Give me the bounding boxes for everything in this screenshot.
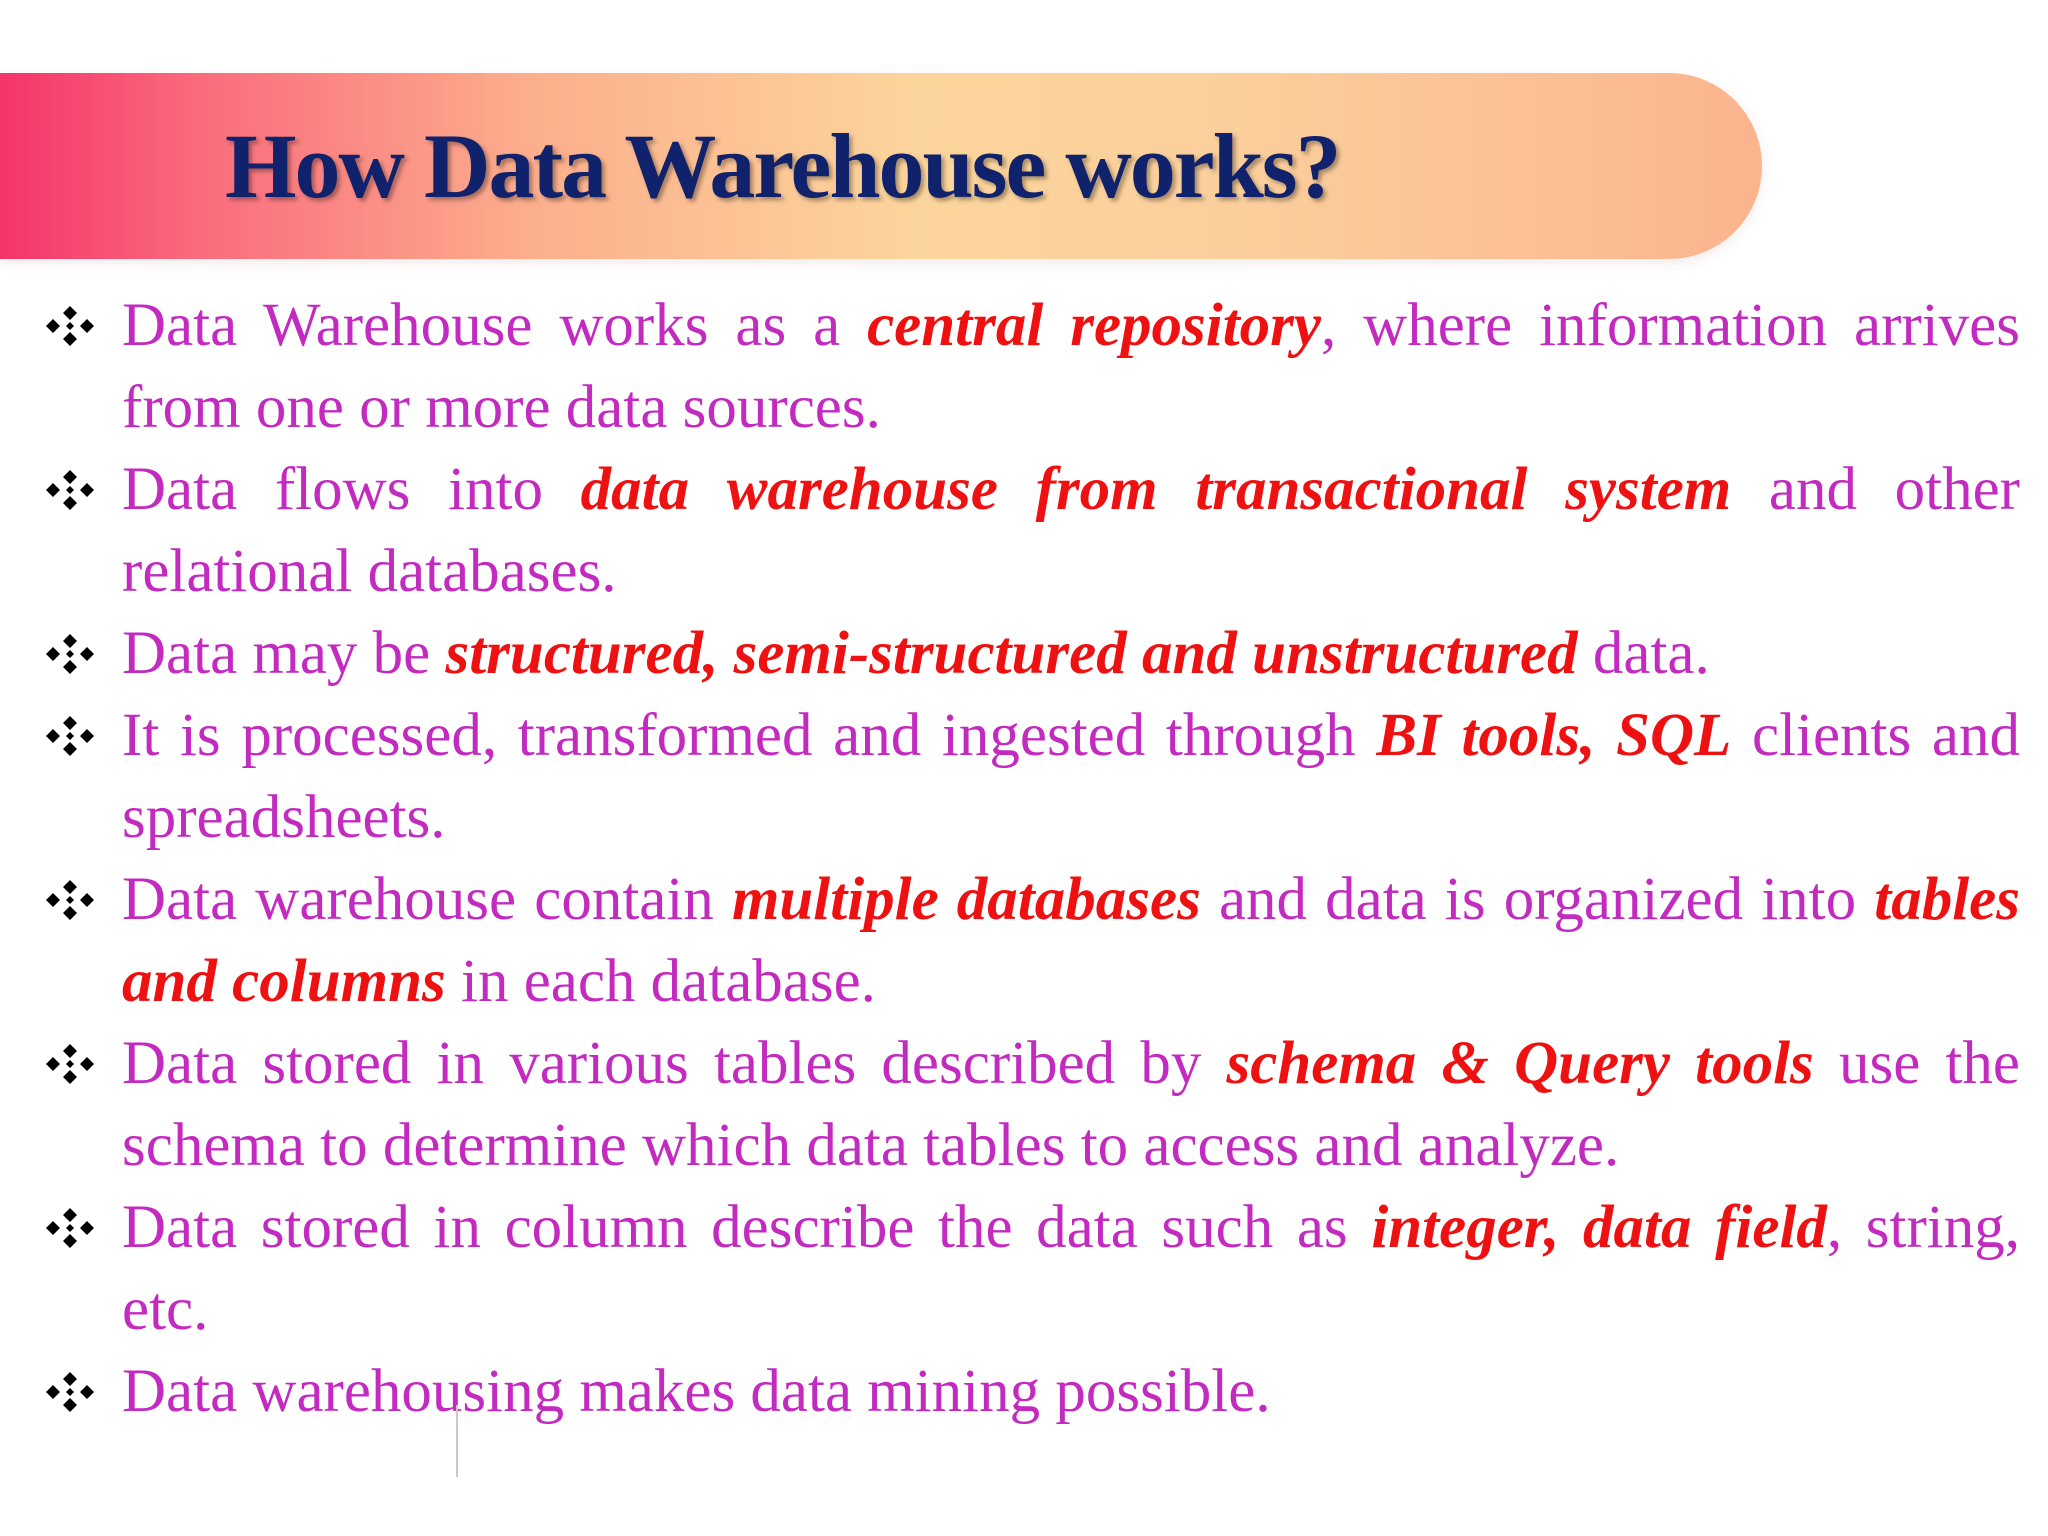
bullet-list: Data Warehouse works as a central reposi…: [45, 285, 2020, 1433]
diamond-cluster-icon: [45, 306, 95, 346]
bullet-item-column-types: Data stored in column describe the data …: [45, 1187, 2020, 1351]
bullet-text: It is processed, transformed and ingeste…: [122, 702, 1377, 769]
diamond-cluster-icon: [45, 634, 95, 674]
bullet-item-schema: Data stored in various tables described …: [45, 1023, 2020, 1187]
bullet-text: Data stored in various tables described …: [122, 1030, 1227, 1097]
emphasis-text: data warehouse from transactional system: [580, 456, 1732, 523]
diamond-cluster-icon: [45, 1372, 95, 1412]
bullet-item-processing: It is processed, transformed and ingeste…: [45, 695, 2020, 859]
slide-title: How Data Warehouse works?: [225, 115, 1342, 217]
bullet-text: Data may be: [122, 620, 446, 687]
bullet-item-data-types: Data may be structured, semi-structured …: [45, 613, 2020, 695]
bullet-item-data-flows: Data flows into data warehouse from tran…: [45, 449, 2020, 613]
diamond-cluster-icon: [45, 1208, 95, 1248]
bullet-text: data.: [1577, 620, 1710, 687]
bullet-text: in each database.: [445, 948, 876, 1015]
bullet-text: , where information arrives from one or …: [122, 292, 2020, 441]
bullet-text: Data stored in column describe the data …: [122, 1194, 1372, 1261]
bullet-item-central-repository: Data Warehouse works as a central reposi…: [45, 285, 2020, 449]
text-cursor-line: [456, 1405, 458, 1477]
bullet-text: Data warehousing makes data mining possi…: [122, 1358, 1271, 1425]
bullet-text: Data Warehouse works as a: [122, 292, 868, 359]
emphasis-text: multiple databases: [731, 866, 1201, 933]
bullet-text: and data is organized into: [1200, 866, 1875, 933]
emphasis-text: integer, data field: [1371, 1194, 1827, 1261]
bullet-text: use the schema to determine which data t…: [122, 1030, 2020, 1179]
bullet-text: clients and spreadsheets.: [122, 702, 2020, 851]
emphasis-text: BI tools, SQL: [1376, 702, 1732, 769]
diamond-cluster-icon: [45, 1044, 95, 1084]
diamond-cluster-icon: [45, 470, 95, 510]
emphasis-text: schema & Query tools: [1226, 1030, 1814, 1097]
bullet-item-multiple-databases: Data warehouse contain multiple database…: [45, 859, 2020, 1023]
diamond-cluster-icon: [45, 880, 95, 920]
emphasis-text: central repository: [867, 292, 1321, 359]
emphasis-text: structured, semi-structured and unstruct…: [445, 620, 1578, 687]
bullet-text: Data flows into: [122, 456, 581, 523]
title-banner: [0, 73, 1762, 259]
bullet-text: , string, etc.: [122, 1194, 2020, 1343]
bullet-item-data-mining: Data warehousing makes data mining possi…: [45, 1351, 2020, 1433]
bullet-text: and other relational databases.: [122, 456, 2020, 605]
bullet-text: Data warehouse contain: [122, 866, 732, 933]
diamond-cluster-icon: [45, 716, 95, 756]
emphasis-text: tables and columns: [122, 866, 2020, 1015]
